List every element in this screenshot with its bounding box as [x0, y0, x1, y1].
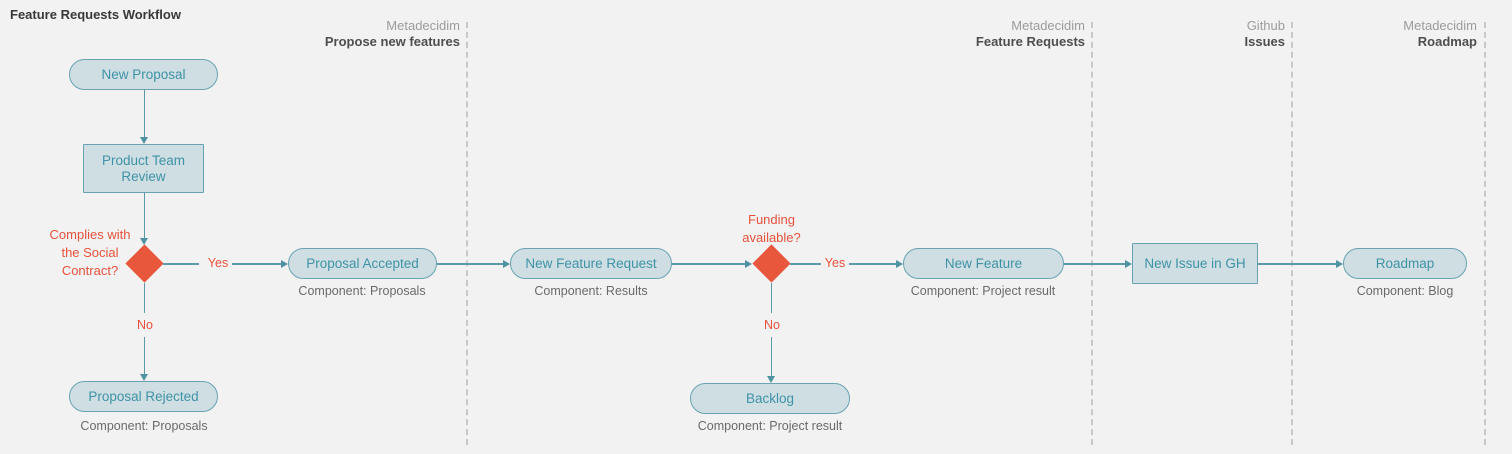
lane-header-feature-requests: Metadecidim Feature Requests: [825, 18, 1085, 50]
lane-system-label: Metadecidim: [1403, 18, 1477, 33]
lane-separator: [466, 22, 468, 445]
caption-new-feature-component: Component: Project result: [910, 284, 1056, 298]
edge-new-feature-to-issue: [1064, 263, 1126, 265]
edge-decision-no-lower: [143, 337, 145, 374]
arrowhead-right: [503, 260, 510, 268]
edge-decision-yes-left: [163, 263, 199, 265]
arrowhead-down: [140, 374, 148, 381]
lane-system-label: Metadecidim: [1011, 18, 1085, 33]
edge-funding-yes-left: [790, 263, 821, 265]
node-new-issue-in-gh: New Issue in GH: [1132, 243, 1258, 284]
node-new-proposal: New Proposal: [69, 59, 218, 90]
node-proposal-rejected: Proposal Rejected: [69, 381, 218, 412]
caption-proposal-accepted-component: Component: Proposals: [298, 284, 426, 298]
edge-accepted-to-feature-request: [437, 263, 504, 265]
edge-label-yes-social-contract: Yes: [207, 256, 229, 270]
edge-funding-yes-right: [849, 263, 897, 265]
arrowhead-down: [767, 376, 775, 383]
lane-separator: [1091, 22, 1093, 445]
node-roadmap: Roadmap: [1343, 248, 1467, 279]
lane-header-roadmap: Metadecidim Roadmap: [1217, 18, 1477, 50]
lane-system-label: Github: [1246, 18, 1285, 33]
node-backlog: Backlog: [690, 383, 850, 414]
arrowhead-right: [745, 260, 752, 268]
node-product-team-review: Product Team Review: [83, 144, 204, 193]
node-proposal-accepted: Proposal Accepted: [288, 248, 437, 279]
arrowhead-right: [896, 260, 903, 268]
edge-label-no-funding: No: [764, 318, 780, 332]
lane-name-label: Roadmap: [1417, 34, 1477, 49]
decision-funding-diamond: [752, 244, 791, 283]
edge-funding-no-lower: [770, 337, 772, 376]
edge-funding-no-upper: [770, 283, 772, 313]
decision-social-contract-question: Complies with the Social Contract?: [49, 227, 131, 278]
arrowhead-right: [1125, 260, 1132, 268]
caption-proposal-rejected-component: Component: Proposals: [80, 419, 208, 433]
edge-review-to-decision: [143, 193, 145, 238]
arrowhead-right: [281, 260, 288, 268]
lane-system-label: Metadecidim: [386, 18, 460, 33]
lane-name-label: Issues: [1244, 34, 1285, 49]
arrowhead-right: [1336, 260, 1343, 268]
lane-name-label: Propose new features: [324, 34, 460, 49]
caption-backlog-component: Component: Project result: [697, 419, 843, 433]
decision-funding-question: Funding available?: [742, 212, 801, 245]
arrowhead-down: [140, 238, 148, 245]
lane-name-label: Feature Requests: [975, 34, 1085, 49]
arrowhead-down: [140, 137, 148, 144]
node-new-feature: New Feature: [903, 248, 1064, 279]
edge-issue-to-roadmap: [1258, 263, 1337, 265]
edge-decision-no-upper: [143, 283, 145, 313]
lane-header-propose-new-features: Metadecidim Propose new features: [200, 18, 460, 50]
edge-feature-request-to-funding: [672, 263, 746, 265]
node-new-feature-request: New Feature Request: [510, 248, 672, 279]
caption-roadmap-component: Component: Blog: [1356, 284, 1454, 298]
edge-label-no-social-contract: No: [137, 318, 153, 332]
edge-label-yes-funding: Yes: [824, 256, 846, 270]
caption-new-feature-request-component: Component: Results: [534, 284, 648, 298]
lane-header-github-issues: Github Issues: [1025, 18, 1285, 50]
edge-decision-yes-right: [232, 263, 281, 265]
lane-separator: [1291, 22, 1293, 445]
edge-new-proposal-to-review: [143, 90, 145, 137]
diagram-title: Feature Requests Workflow: [10, 7, 181, 22]
lane-separator: [1484, 22, 1486, 445]
